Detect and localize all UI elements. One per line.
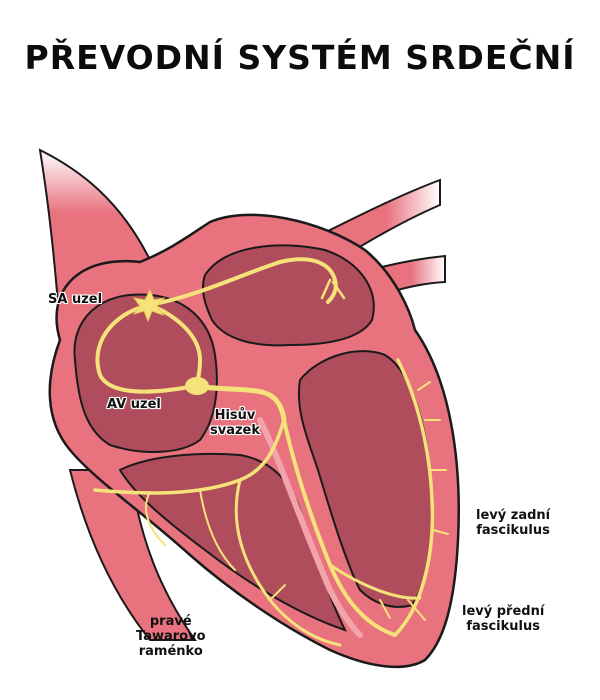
sa-node-label: SA uzel <box>48 292 103 307</box>
interventricular-septum <box>257 417 363 638</box>
right-bundle-branch-label: pravé Tawarovo raménko <box>136 614 206 659</box>
internodal-pathway-left <box>95 303 202 394</box>
right-branch-label-line3: raménko <box>138 644 203 659</box>
right-branch-label-line1: pravé <box>149 614 192 629</box>
left-anterior-twig-1 <box>407 599 426 621</box>
left-posterior-label-line2: fascikulus <box>476 523 550 538</box>
av-node-label: AV uzel <box>107 397 161 412</box>
conduction-system <box>93 257 449 647</box>
left-atrium-branch-2 <box>331 280 346 300</box>
inferior-vessel <box>68 469 197 641</box>
av-node-marker <box>185 377 209 395</box>
right-atrium-chamber <box>73 293 218 453</box>
interatrial-pathway <box>148 257 338 307</box>
right-bundle-twig-4 <box>269 584 286 601</box>
his-bundle-label: Hisův svazek <box>210 408 260 438</box>
his-bundle-label-line1: Hisův <box>214 408 256 423</box>
left-anterior-fascicle-label: levý přední fascikulus <box>462 604 544 634</box>
left-posterior-fascicle <box>393 358 435 637</box>
page-title: PŘEVODNÍ SYSTÉM SRDEČNÍ <box>24 38 576 77</box>
his-bundle-label-line2: svazek <box>210 423 261 438</box>
right-branch-label-line2: Tawarovo <box>136 629 206 644</box>
sa-node-marker <box>132 288 166 323</box>
left-posterior-label-line1: levý zadní <box>476 508 551 523</box>
right-bundle-twig-2 <box>145 491 166 546</box>
left-anterior-label-line2: fascikulus <box>466 619 540 634</box>
right-bundle-branch <box>93 418 286 495</box>
left-posterior-twig-3 <box>417 381 431 391</box>
left-posterior-twig-4 <box>432 529 449 535</box>
right-bundle-twig-3 <box>199 489 236 571</box>
left-anterior-fascicle <box>328 563 422 600</box>
left-posterior-fascicle-label: levý zadní fascikulus <box>476 508 550 538</box>
left-atrium-branch-1 <box>320 278 332 300</box>
his-bundle <box>193 383 287 423</box>
left-anterior-twig-2 <box>379 599 391 619</box>
left-anterior-label-line1: levý přední <box>462 604 545 619</box>
